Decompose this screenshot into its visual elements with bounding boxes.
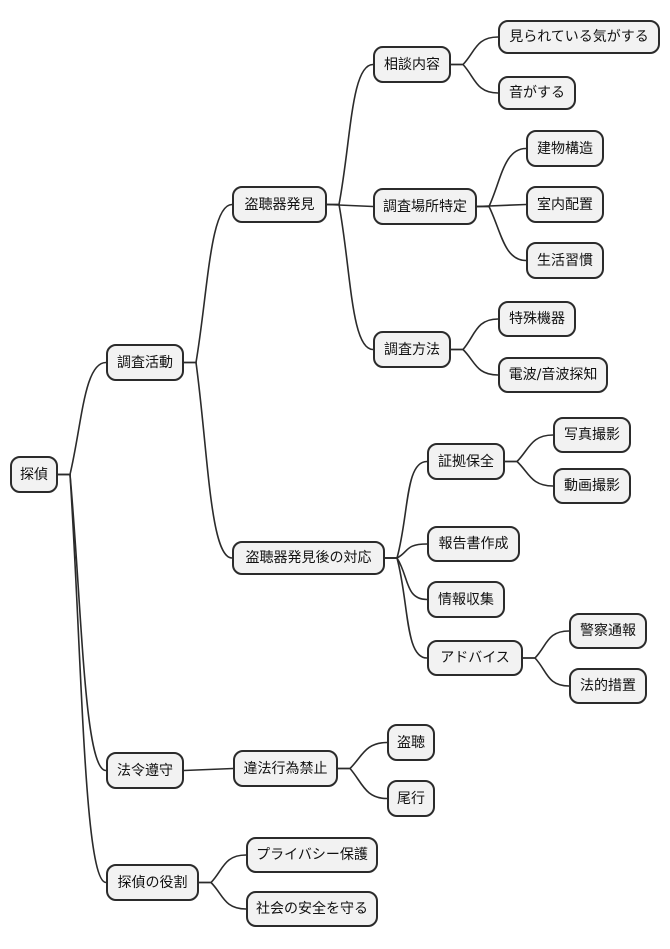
node-seikatsu-shuukan[interactable]: 生活習慣: [526, 242, 604, 279]
edge-taiou-houkoku: [384, 543, 428, 559]
edge-advice-keisatsu: [522, 630, 570, 659]
node-shakai-no-anzen[interactable]: 社会の安全を守る: [246, 891, 378, 927]
node-tantei[interactable]: 探偵: [10, 456, 58, 493]
node-oto-ga-suru[interactable]: 音がする: [498, 76, 576, 110]
node-mirareteiru-ki-ga-suru[interactable]: 見られている気がする: [498, 20, 660, 54]
node-chousa-basho-tokutei[interactable]: 調査場所特定: [373, 188, 477, 225]
node-denpa-onpa-tanchi[interactable]: 電波/音波探知: [498, 357, 608, 393]
node-shashin-satsuei[interactable]: 写真撮影: [553, 417, 631, 453]
node-tatemono-kouzou[interactable]: 建物構造: [526, 130, 604, 167]
node-tokushu-kiki[interactable]: 特殊機器: [498, 301, 576, 337]
edge-basho-seikatsu: [476, 205, 527, 262]
edge-shouko-douga: [504, 460, 554, 487]
node-shitsunai-haichi[interactable]: 室内配置: [526, 186, 604, 223]
edge-hakken-soudan: [326, 63, 374, 206]
node-shouko-hozen[interactable]: 証拠保全: [427, 443, 505, 480]
node-jouhou-shuushuu[interactable]: 情報収集: [427, 581, 505, 618]
edge-taiou-jouhou: [384, 557, 428, 601]
node-bikou[interactable]: 尾行: [387, 780, 435, 817]
edge-kinshi-touchou: [337, 741, 388, 770]
edge-junshu-kinshi: [183, 767, 234, 772]
node-chousa-katsudou[interactable]: 調査活動: [106, 344, 184, 381]
node-touchouki-hakken[interactable]: 盗聴器発見: [232, 186, 327, 223]
node-soudan-naiyou[interactable]: 相談内容: [373, 46, 451, 83]
node-keisatsu-tsuuhou[interactable]: 警察通報: [569, 613, 647, 649]
edge-hakken-houhou: [326, 203, 374, 351]
edge-yakuwari-privacy: [198, 854, 247, 884]
node-ihou-koui-kinshi[interactable]: 違法行為禁止: [233, 750, 338, 787]
edge-kinshi-bikou: [337, 767, 388, 800]
edge-taiou-advice: [384, 557, 428, 659]
node-hourei-junshu[interactable]: 法令遵守: [106, 752, 184, 789]
node-touchou[interactable]: 盗聴: [387, 724, 435, 761]
edge-yakuwari-anzen: [198, 881, 247, 910]
edge-taiou-shouko: [384, 460, 428, 559]
node-douga-satsuei[interactable]: 動画撮影: [553, 468, 631, 504]
edge-soudan-oto: [450, 63, 499, 94]
edge-houhou-tokushu: [450, 318, 499, 351]
node-houkokusho-sakusei[interactable]: 報告書作成: [427, 526, 520, 562]
edge-root-katsudou: [57, 361, 107, 476]
edge-root-yakuwari: [57, 473, 107, 884]
edge-advice-houteki: [522, 657, 570, 687]
node-houteki-sochi[interactable]: 法的措置: [569, 668, 647, 704]
node-tantei-no-yakuwari[interactable]: 探偵の役割: [106, 864, 199, 901]
node-chousa-houhou[interactable]: 調査方法: [373, 331, 451, 368]
edge-houhou-denpa: [450, 348, 499, 376]
node-hakkengo-no-taiou[interactable]: 盗聴器発見後の対応: [232, 541, 385, 575]
edge-katsudou-taiou: [183, 361, 233, 559]
edge-soudan-mirareru: [450, 36, 499, 66]
node-advice[interactable]: アドバイス: [427, 640, 523, 676]
edge-root-junshu: [57, 473, 107, 772]
node-privacy-hogo[interactable]: プライバシー保護: [246, 837, 378, 873]
edge-katsudou-hakken: [183, 203, 233, 364]
edge-basho-tatemono: [476, 147, 527, 208]
edge-shouko-shashin: [504, 434, 554, 463]
